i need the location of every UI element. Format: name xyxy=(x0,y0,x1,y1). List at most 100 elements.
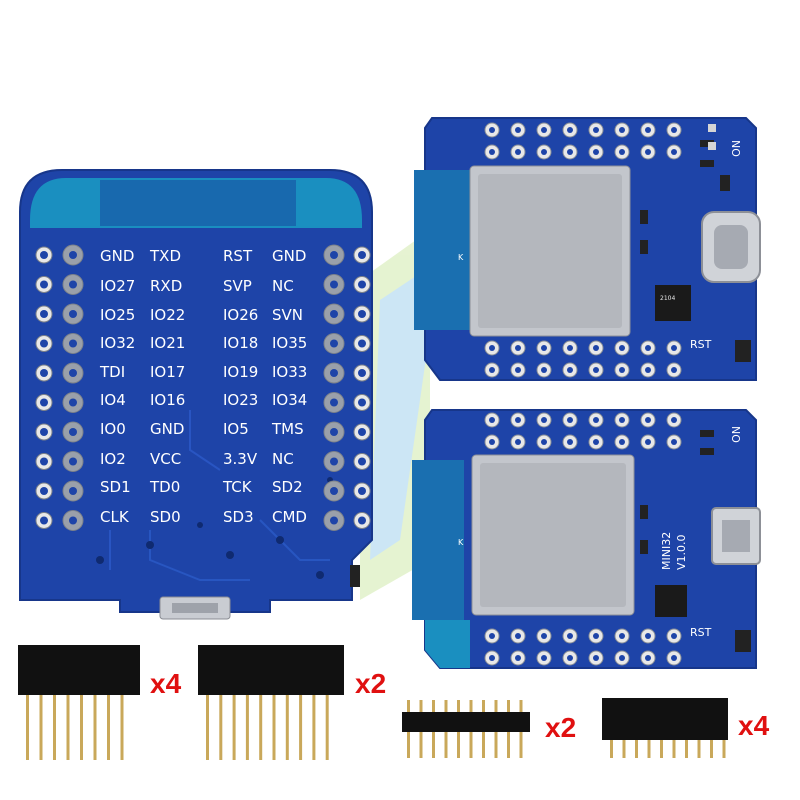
rst-label: RST xyxy=(690,338,712,351)
pin-column-left-inner xyxy=(62,244,84,531)
header-pin xyxy=(325,695,329,760)
pin-label: GND xyxy=(150,420,184,438)
pin-label: IO25 xyxy=(100,306,135,324)
pin-label: SVN xyxy=(272,306,303,324)
header-pin xyxy=(120,695,124,760)
header-pin xyxy=(444,700,448,712)
board-left: GND IO27 IO25 IO32 TDI IO4 IO0 IO2 SD1 C… xyxy=(19,169,373,620)
pin-label: TDI xyxy=(99,363,125,381)
pin-label: IO5 xyxy=(223,420,249,438)
male-header: x2 xyxy=(402,700,576,758)
header-pin xyxy=(407,732,410,758)
female-header-long-2: x2 xyxy=(198,645,386,760)
header-pin xyxy=(457,700,460,712)
header-holes-bottom xyxy=(484,340,682,378)
pin-label: IO2 xyxy=(100,450,126,468)
pin-label: GND xyxy=(100,247,134,265)
pin-column-right-inner xyxy=(323,244,345,531)
header-pin xyxy=(407,700,410,712)
header-pin xyxy=(672,740,676,758)
header-pin xyxy=(432,732,435,758)
header-pin xyxy=(494,700,498,712)
header-pin xyxy=(647,740,651,758)
header-pin xyxy=(419,700,423,712)
pin-label: IO19 xyxy=(223,363,258,381)
header-pin xyxy=(507,700,510,712)
header-pin xyxy=(697,740,701,758)
header-pin xyxy=(507,732,510,758)
header-pin xyxy=(107,695,110,760)
pin-label: RXD xyxy=(150,277,182,295)
k-label: K xyxy=(458,538,464,547)
pin-label: IO27 xyxy=(100,277,135,295)
pin-column-left-outer xyxy=(35,246,53,529)
header-pin xyxy=(610,740,613,758)
header-pin xyxy=(26,695,29,760)
header-pin xyxy=(272,695,276,760)
header-pin xyxy=(622,740,626,758)
header-pin xyxy=(219,695,223,760)
pin-column-right-outer xyxy=(353,246,371,529)
pin-label: NC xyxy=(272,450,294,468)
header-pin xyxy=(206,695,209,760)
pin-label: IO34 xyxy=(272,391,307,409)
quantity-label: x2 xyxy=(355,668,386,699)
pin-label: SVP xyxy=(223,277,252,295)
side-label: NO xyxy=(729,140,742,157)
silkscreen-labels: GND IO27 IO25 IO32 TDI IO4 IO0 IO2 SD1 C… xyxy=(99,247,307,526)
header-pin xyxy=(259,695,263,760)
pin-label: IO33 xyxy=(272,363,307,381)
header-holes-top xyxy=(484,122,682,160)
rst-label: RST xyxy=(690,626,712,639)
quantity-label: x4 xyxy=(150,668,182,699)
pin-label: IO26 xyxy=(223,306,258,324)
side-label: NO xyxy=(729,426,742,443)
header-pin xyxy=(482,700,485,712)
pin-label: TCK xyxy=(222,478,253,496)
header-pin xyxy=(457,732,460,758)
quantity-label: x4 xyxy=(738,710,770,741)
header-pin xyxy=(232,695,236,760)
header-pin xyxy=(245,695,249,760)
pin-label: IO23 xyxy=(223,391,258,409)
pin-label: IO35 xyxy=(272,334,307,352)
female-header-short: x4 xyxy=(602,698,770,758)
pin-label: SD0 xyxy=(150,508,181,526)
header-pin xyxy=(299,695,303,760)
header-pin xyxy=(494,732,498,758)
quantity-label: x2 xyxy=(545,712,576,743)
version-label: MINI32 xyxy=(660,532,673,570)
pin-label: TXD xyxy=(149,247,181,265)
header-pin xyxy=(469,700,473,712)
pin-label: IO16 xyxy=(150,391,185,409)
pin-label: TMS xyxy=(271,420,304,438)
header-pin xyxy=(482,732,485,758)
header-pin xyxy=(39,695,43,760)
board-top-right: 2104 NO RST K xyxy=(414,117,761,381)
pin-label: NC xyxy=(272,277,294,295)
header-pin xyxy=(685,740,688,758)
version-sub-label: V1.0.0 xyxy=(675,534,688,570)
header-pin xyxy=(66,695,70,760)
header-holes-bottom xyxy=(484,628,682,666)
pin-label: IO17 xyxy=(150,363,185,381)
pin-label: VCC xyxy=(150,450,181,468)
pin-label: IO18 xyxy=(223,334,258,352)
header-pin xyxy=(432,700,435,712)
pin-label: 3.3V xyxy=(223,450,258,468)
header-pin xyxy=(722,740,726,758)
chip-marking: 2104 xyxy=(660,295,675,302)
header-pin xyxy=(93,695,97,760)
pin-label: GND xyxy=(272,247,306,265)
pin-label: CLK xyxy=(100,508,130,526)
female-header-long-1: x4 xyxy=(18,645,182,760)
pin-label: IO22 xyxy=(150,306,185,324)
header-pin xyxy=(53,695,56,760)
header-pin xyxy=(285,695,289,760)
pin-label: IO0 xyxy=(100,420,126,438)
header-pin xyxy=(419,732,423,758)
header-pin xyxy=(710,740,713,758)
pin-label: SD1 xyxy=(100,478,131,496)
pin-label: TD0 xyxy=(149,478,180,496)
